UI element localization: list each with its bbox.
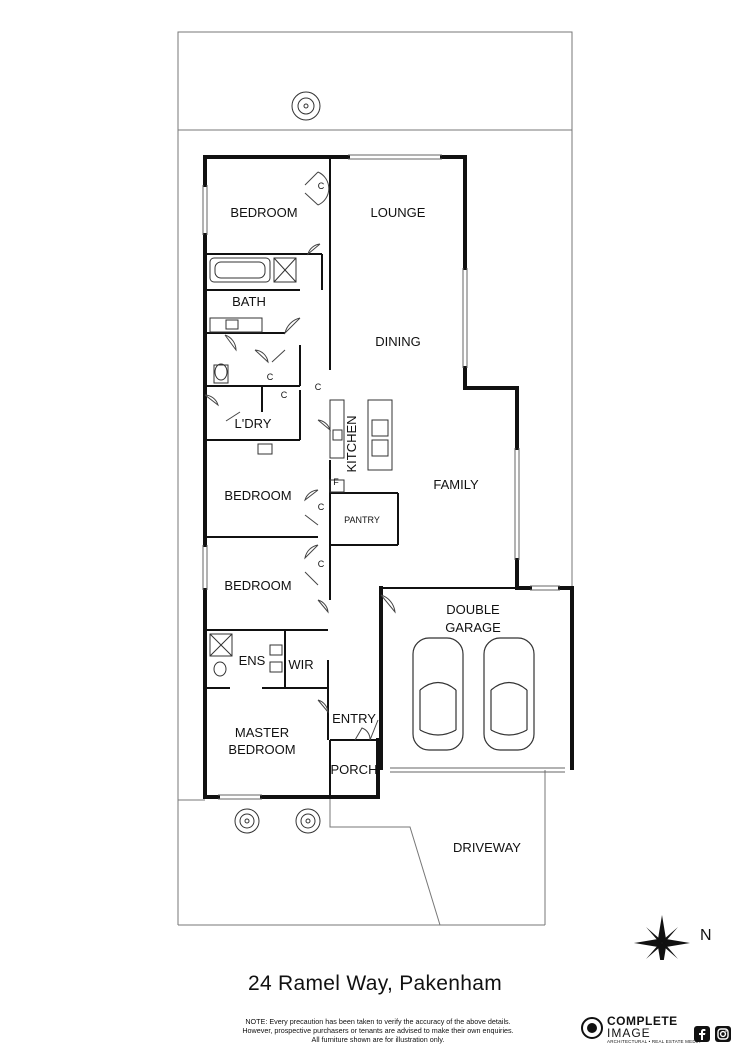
brand-tagline: ARCHITECTURAL • REAL ESTATE MEDIA (607, 1039, 701, 1044)
site-boundary (177, 31, 573, 926)
floor-plan: BEDROOM LOUNGE BATH DINING L'DRY KITCHEN… (177, 31, 690, 960)
room-label-dining: DINING (375, 334, 421, 349)
disclaimer-line: All furniture shown are for illustration… (311, 1035, 445, 1044)
property-address: 24 Ramel Way, Pakenham (247, 972, 503, 995)
brand-name: COMPLETE (607, 1014, 678, 1028)
bath-fixtures (209, 257, 297, 677)
room-label-double-garage: GARAGE (445, 620, 501, 635)
windows (202, 154, 565, 800)
disclaimer-line: NOTE: Every precaution has been taken to… (245, 1017, 511, 1026)
compass-rose-icon (634, 915, 690, 960)
room-label-bath: BATH (232, 294, 266, 309)
room-label-lounge: LOUNGE (371, 205, 426, 220)
kitchen-benches (329, 399, 393, 493)
room-label-porch: PORCH (331, 762, 378, 777)
room-label-entry: ENTRY (332, 711, 376, 726)
car-icon (412, 637, 464, 751)
cupboard-label: C (281, 390, 288, 400)
disclaimer-note: NOTE: Every precaution has been taken to… (208, 1017, 548, 1044)
room-label-laundry: L'DRY (235, 416, 272, 431)
instagram-icon[interactable] (715, 1026, 731, 1042)
fridge-label: F (333, 477, 339, 487)
tree-icon (291, 91, 321, 121)
tree-icon (295, 808, 321, 834)
car-icon (483, 637, 535, 751)
room-label-bedroom: BEDROOM (230, 205, 297, 220)
room-label-master-bedroom: BEDROOM (228, 742, 295, 757)
room-label-kitchen: KITCHEN (344, 415, 359, 472)
door-swings (204, 171, 396, 741)
facebook-icon[interactable] (694, 1026, 710, 1042)
cupboard-label: C (267, 372, 274, 382)
complete-image-logo-icon (581, 1017, 603, 1039)
disclaimer-line: However, prospective purchasers or tenan… (242, 1026, 514, 1035)
room-label-pantry: PANTRY (344, 515, 380, 525)
brand-name-second: IMAGE (607, 1026, 651, 1040)
room-label-family: FAMILY (433, 477, 479, 492)
exterior-walls (203, 155, 574, 799)
room-label-wir: WIR (288, 657, 313, 672)
room-label-bedroom: BEDROOM (224, 578, 291, 593)
room-label-ensuite: ENS (239, 653, 266, 668)
brand-block: COMPLETE IMAGE ARCHITECTURAL • REAL ESTA… (607, 1015, 700, 1045)
room-label-double-garage: DOUBLE (446, 602, 500, 617)
north-label: N (700, 927, 712, 944)
tree-icon (234, 808, 260, 834)
cupboard-label: C (318, 502, 325, 512)
room-label-bedroom: BEDROOM (224, 488, 291, 503)
cupboard-label: C (318, 181, 325, 191)
room-label-master-bedroom: MASTER (235, 725, 289, 740)
cupboard-label: C (315, 382, 322, 392)
room-label-driveway: DRIVEWAY (453, 840, 521, 855)
cupboard-label: C (318, 559, 325, 569)
